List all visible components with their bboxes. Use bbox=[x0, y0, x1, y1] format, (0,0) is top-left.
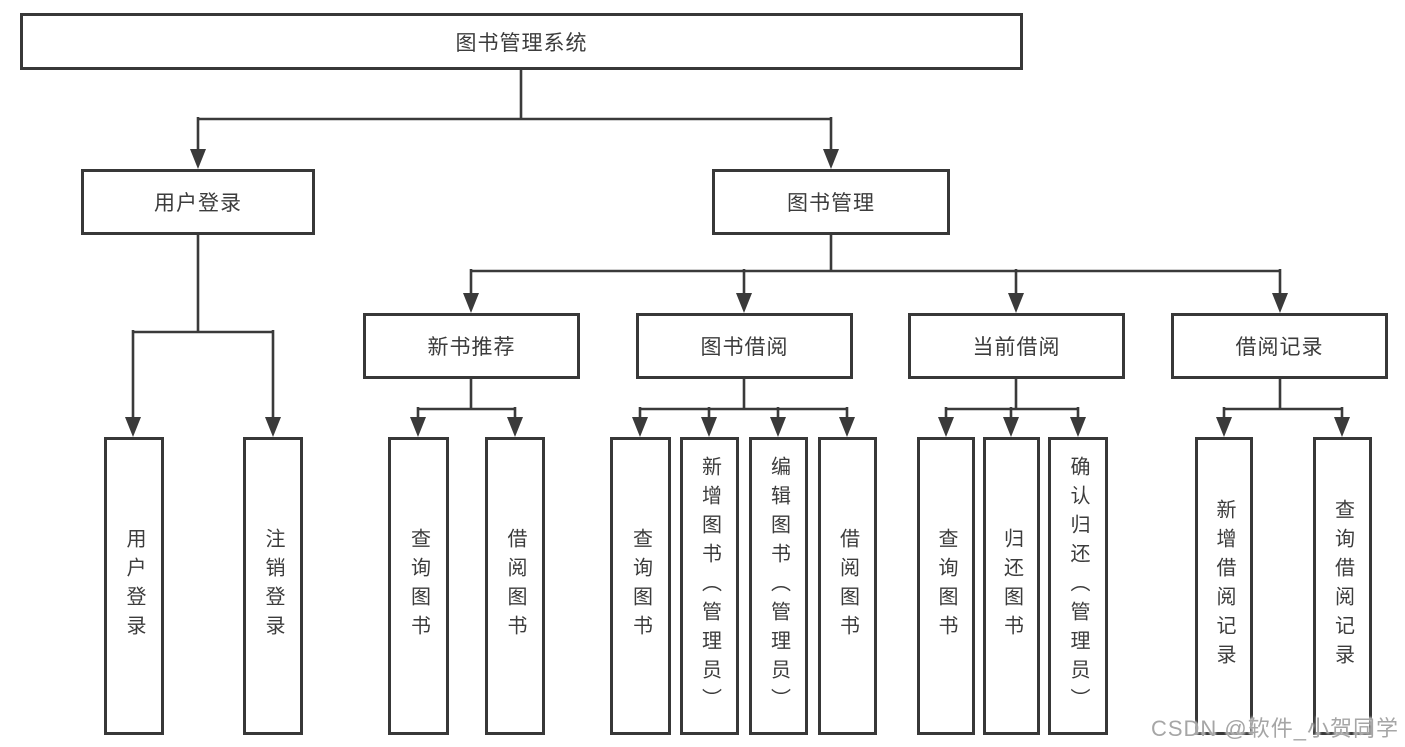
leaf-confirm-return-admin-label: 确认归还（管理员） bbox=[1067, 455, 1089, 717]
leaf-add-book-admin-label: 新增图书（管理员） bbox=[698, 455, 721, 717]
node-new-book-recommend: 新书推荐 bbox=[363, 313, 580, 379]
node-book-borrow: 图书借阅 bbox=[636, 313, 853, 379]
node-current-borrow-label: 当前借阅 bbox=[972, 336, 1061, 359]
node-root: 图书管理系统 bbox=[20, 13, 1023, 70]
leaf-confirm-return-admin: 确认归还（管理员） bbox=[1048, 437, 1108, 735]
csdn-watermark: CSDN @软件_小贺同学 bbox=[1150, 716, 1399, 741]
leaf-add-book-admin: 新增图书（管理员） bbox=[680, 437, 739, 735]
node-borrow-records: 借阅记录 bbox=[1171, 313, 1388, 379]
connector-current-borrow-to-leaves bbox=[938, 379, 1086, 437]
leaf-add-borrow-record: 新增借阅记录 bbox=[1195, 437, 1253, 735]
leaf-return-book-label: 归还图书 bbox=[1000, 528, 1023, 644]
leaf-logout-label: 注销登录 bbox=[262, 528, 284, 644]
leaf-edit-book-admin: 编辑图书（管理员） bbox=[749, 437, 808, 735]
connector-book-borrow-to-leaves bbox=[632, 379, 855, 437]
leaf-return-book: 归还图书 bbox=[983, 437, 1040, 735]
connector-new-book-recommend-to-leaves bbox=[410, 379, 523, 437]
leaf-borrow-books-recommend: 借阅图书 bbox=[485, 437, 545, 735]
node-new-book-recommend-label: 新书推荐 bbox=[427, 336, 516, 359]
node-root-label: 图书管理系统 bbox=[455, 31, 588, 55]
leaf-borrow-books-borrow-label: 借阅图书 bbox=[836, 528, 859, 644]
node-user-login-label: 用户登录 bbox=[154, 192, 242, 215]
leaf-borrow-books-borrow: 借阅图书 bbox=[818, 437, 877, 735]
leaf-logout: 注销登录 bbox=[243, 437, 303, 735]
leaf-query-borrow-record: 查询借阅记录 bbox=[1313, 437, 1372, 735]
node-book-management: 图书管理 bbox=[712, 169, 950, 235]
leaf-borrow-books-recommend-label: 借阅图书 bbox=[504, 528, 526, 644]
leaf-query-books-borrow: 查询图书 bbox=[610, 437, 671, 735]
leaf-edit-book-admin-label: 编辑图书（管理员） bbox=[767, 455, 790, 717]
leaf-add-borrow-record-label: 新增借阅记录 bbox=[1213, 499, 1235, 673]
leaf-query-books-current-label: 查询图书 bbox=[935, 528, 957, 644]
connector-borrow-records-to-leaves bbox=[1216, 379, 1350, 437]
node-current-borrow: 当前借阅 bbox=[908, 313, 1125, 379]
node-book-management-label: 图书管理 bbox=[787, 192, 875, 215]
node-user-login: 用户登录 bbox=[81, 169, 315, 235]
leaf-user-login-label: 用户登录 bbox=[123, 528, 145, 644]
leaf-query-books-current: 查询图书 bbox=[917, 437, 975, 735]
node-borrow-records-label: 借阅记录 bbox=[1235, 336, 1324, 359]
leaf-query-borrow-record-label: 查询借阅记录 bbox=[1331, 499, 1354, 673]
connector-root-to-level2 bbox=[190, 70, 839, 169]
leaf-user-login: 用户登录 bbox=[104, 437, 164, 735]
leaf-query-books-recommend-label: 查询图书 bbox=[407, 528, 430, 644]
connector-user-login-to-leaves bbox=[125, 235, 281, 437]
leaf-query-books-recommend: 查询图书 bbox=[388, 437, 449, 735]
connector-book-management-to-level3 bbox=[463, 235, 1288, 313]
node-book-borrow-label: 图书借阅 bbox=[700, 336, 789, 359]
leaf-query-books-borrow-label: 查询图书 bbox=[629, 528, 652, 644]
